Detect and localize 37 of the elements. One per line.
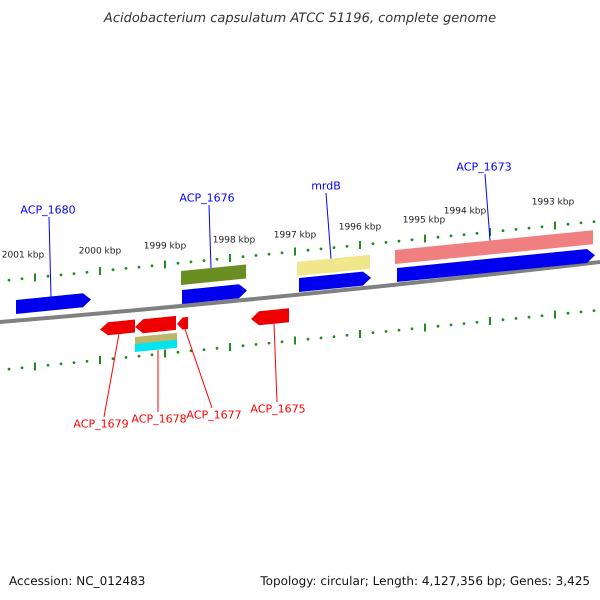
gene-block <box>16 293 91 314</box>
leader-line <box>274 323 278 402</box>
feature-bar <box>181 264 246 285</box>
gene-label: ACP_1673 <box>456 162 512 172</box>
leader-line <box>104 334 120 418</box>
position-label: 1993 kbp <box>532 198 574 208</box>
gene-label: ACP_1675 <box>250 404 306 414</box>
leader-line <box>326 192 332 260</box>
gene-block <box>299 272 371 292</box>
gene-block <box>397 249 595 282</box>
gene-label: ACP_1676 <box>179 192 235 204</box>
leader-line <box>184 328 212 408</box>
gene-block <box>182 284 247 304</box>
gene-block <box>251 308 289 326</box>
position-label: 2000 kbp <box>78 248 122 256</box>
feature-bar <box>135 340 177 352</box>
genome-info-note: Topology: circular; Length: 4,127,356 bp; Genes: 3,425 <box>260 575 590 587</box>
position-label: 1997 kbp <box>274 232 316 240</box>
gene-label: ACP_1677 <box>186 410 242 420</box>
leader-line <box>48 216 52 297</box>
gene-label: mrdB <box>311 180 341 192</box>
gene-label: ACP_1680 <box>20 204 76 216</box>
position-label: 1995 kbp <box>402 216 446 226</box>
position-label: 1996 kbp <box>338 224 382 232</box>
gene-label: ACP_1679 <box>73 418 129 430</box>
leader-line <box>484 174 490 241</box>
title: Acidobacterium capsulatum ATCC 51196, complete genome <box>104 10 496 28</box>
leader-line <box>208 204 212 268</box>
gene-block <box>100 320 135 336</box>
position-label: 1999 kbp <box>144 242 186 252</box>
gene-label: ACP_1678 <box>131 414 187 424</box>
position-label: 1998 kbp <box>212 236 256 246</box>
position-label: 1994 kbp <box>444 208 486 216</box>
position-label: 2001 kbp <box>2 252 44 260</box>
feature-bar <box>297 254 370 276</box>
feature-bar <box>395 230 593 264</box>
accession-note: Accession: NC_012483 <box>9 575 146 587</box>
